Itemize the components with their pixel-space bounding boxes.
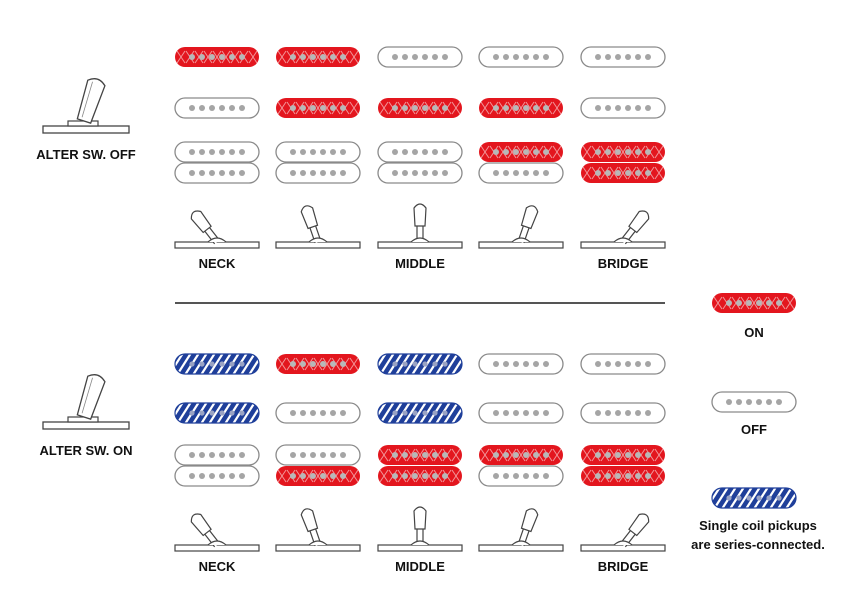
five-way-switch-icon bbox=[377, 506, 463, 552]
legend-off-pickup bbox=[711, 391, 797, 413]
pickup-neck bbox=[377, 353, 463, 375]
pickup-neck bbox=[174, 353, 260, 375]
pickup-bridge-bottom bbox=[581, 466, 665, 486]
pickup-bridge-top bbox=[275, 141, 361, 163]
position-label-middle: MIDDLE bbox=[395, 256, 445, 271]
pickup-bridge-bottom bbox=[174, 162, 260, 184]
legend-series-label-line1: Single coil pickups bbox=[699, 518, 817, 533]
pickup-neck bbox=[478, 353, 564, 375]
pickup-bridge-top bbox=[275, 444, 361, 466]
five-way-switch-icon bbox=[580, 513, 666, 552]
position-label-bridge: BRIDGE bbox=[598, 256, 649, 271]
five-way-switch-row-alter-off bbox=[174, 203, 666, 249]
position-label-bridge: BRIDGE bbox=[598, 559, 649, 574]
pickup-bridge-top bbox=[479, 445, 563, 465]
position-label-middle: MIDDLE bbox=[395, 559, 445, 574]
legend-off-label: OFF bbox=[741, 422, 767, 437]
five-way-switch-row-alter-on bbox=[174, 506, 666, 552]
pickup-bridge-top bbox=[378, 445, 462, 465]
position-label-neck: NECK bbox=[199, 256, 236, 271]
five-way-switch-icon bbox=[377, 203, 463, 249]
pickup-bridge-bottom bbox=[581, 163, 665, 183]
pickup-middle bbox=[276, 98, 360, 118]
pickup-middle bbox=[478, 402, 564, 424]
pickup-bridge-top bbox=[581, 142, 665, 162]
pickup-middle bbox=[479, 98, 563, 118]
five-way-switch-icon bbox=[174, 210, 260, 249]
pickup-bridge-top bbox=[174, 444, 260, 466]
pickup-bridge-bottom bbox=[478, 465, 564, 487]
pickup-middle bbox=[174, 402, 260, 424]
five-way-switch-icon bbox=[275, 205, 361, 249]
five-way-switch-icon bbox=[580, 210, 666, 249]
pickup-grid-alter-on bbox=[174, 353, 666, 487]
pickup-bridge-bottom bbox=[377, 162, 463, 184]
legend-series-pickup bbox=[711, 487, 797, 509]
alter-switch-on-label: ALTER SW. ON bbox=[40, 443, 133, 458]
legend-series-pickup-icon bbox=[711, 487, 797, 509]
pickup-neck bbox=[377, 46, 463, 68]
pickup-middle bbox=[377, 402, 463, 424]
pickup-neck bbox=[276, 47, 360, 67]
five-way-switch-icon bbox=[275, 508, 361, 552]
five-way-switch-icon bbox=[174, 513, 260, 552]
pickup-middle bbox=[580, 402, 666, 424]
pickup-bridge-top bbox=[479, 142, 563, 162]
pickup-middle bbox=[174, 97, 260, 119]
alter-switch-on-icon bbox=[42, 374, 130, 430]
legend-series-label-line2: are series-connected. bbox=[691, 537, 825, 552]
pickup-bridge-bottom bbox=[275, 162, 361, 184]
pickup-bridge-bottom bbox=[378, 466, 462, 486]
legend-on-pickup-icon bbox=[712, 293, 796, 313]
alter-switch-off-label: ALTER SW. OFF bbox=[36, 147, 135, 162]
pickup-neck bbox=[276, 354, 360, 374]
pickup-neck bbox=[175, 47, 259, 67]
pickup-bridge-bottom bbox=[276, 466, 360, 486]
pickup-neck bbox=[580, 46, 666, 68]
pickup-middle bbox=[378, 98, 462, 118]
pickup-grid-alter-off bbox=[174, 46, 666, 184]
pickup-neck bbox=[580, 353, 666, 375]
pickup-bridge-top bbox=[174, 141, 260, 163]
pickup-middle bbox=[275, 402, 361, 424]
five-way-switch-icon bbox=[478, 508, 564, 552]
legend-on-pickup bbox=[712, 293, 796, 313]
pickup-bridge-bottom bbox=[174, 465, 260, 487]
legend-on-label: ON bbox=[744, 325, 764, 340]
pickup-bridge-top bbox=[581, 445, 665, 465]
pickup-bridge-top bbox=[377, 141, 463, 163]
pickup-neck bbox=[478, 46, 564, 68]
position-label-neck: NECK bbox=[199, 559, 236, 574]
pickup-bridge-bottom bbox=[478, 162, 564, 184]
alter-switch-off-icon bbox=[42, 78, 130, 134]
pickup-middle bbox=[580, 97, 666, 119]
five-way-switch-icon bbox=[478, 205, 564, 249]
legend-off-pickup-icon bbox=[711, 391, 797, 413]
